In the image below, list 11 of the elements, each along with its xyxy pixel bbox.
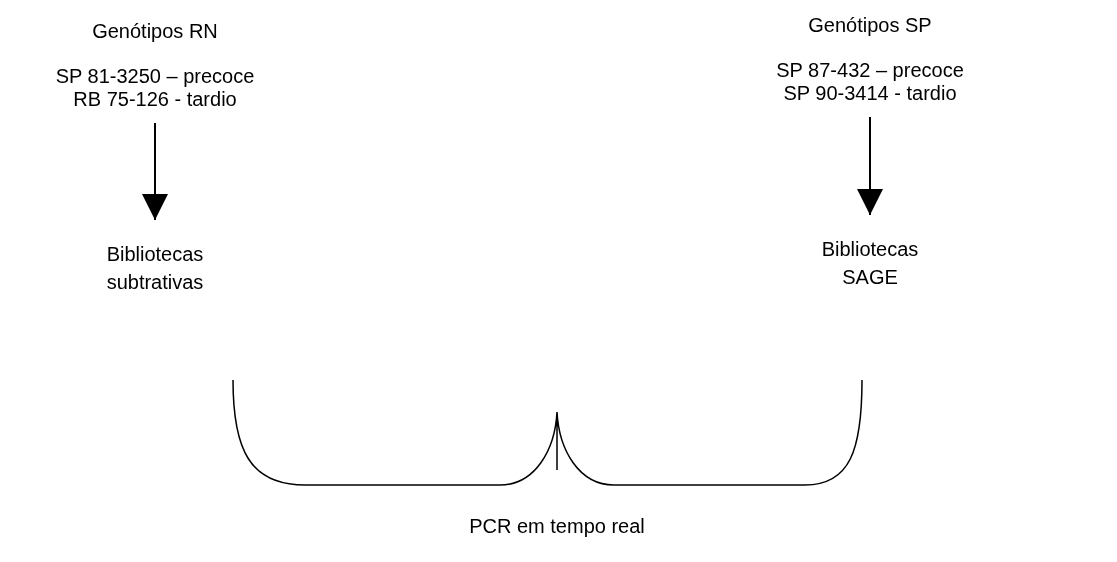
step-label: Bibliotecas SAGE	[820, 237, 920, 290]
group-heading: Genótipos RN	[91, 20, 219, 43]
arrow	[142, 122, 168, 221]
step-label: Bibliotecas subtrativas	[105, 242, 205, 295]
genotype-line: RB 75-126 - tardio	[72, 88, 238, 111]
genotype-line: SP 90-3414 - tardio	[782, 82, 958, 105]
step-label: PCR em tempo real	[469, 514, 645, 539]
genotype-line: SP 81-3250 – precoce	[55, 65, 255, 88]
group-heading: Genótipos SP	[807, 14, 933, 37]
genotype-line: SP 87-432 – precoce	[776, 59, 964, 82]
arrow	[857, 116, 883, 216]
